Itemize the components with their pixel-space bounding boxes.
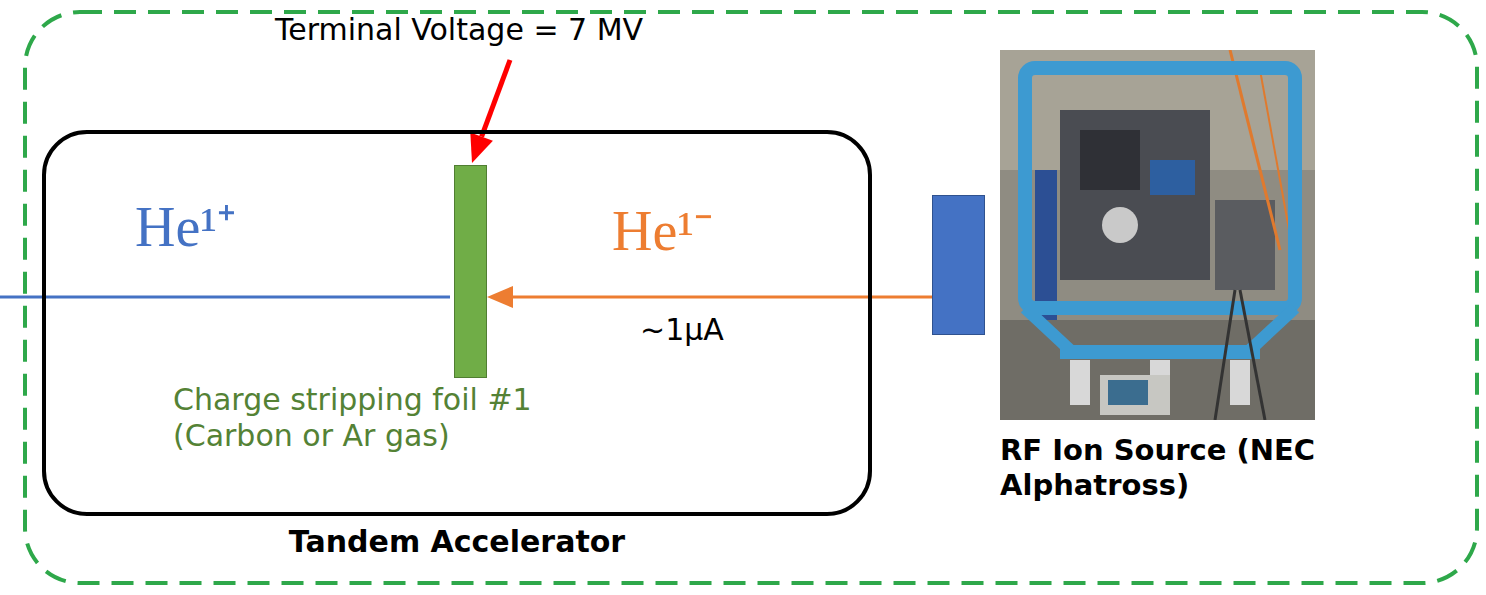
ion-source-photo [1000, 50, 1315, 420]
photo-detail [1102, 207, 1138, 243]
voltage-leader [482, 60, 510, 137]
foil-label: Charge stripping foil #1 (Carbon or Ar g… [173, 382, 603, 454]
ion-species-label: He¹⁻ [612, 190, 713, 266]
voltage-label: Terminal Voltage = 7 MV [275, 12, 643, 47]
photo-detail [1000, 50, 1315, 420]
ion-species-label: He¹⁺ [135, 186, 236, 262]
photo-detail [1100, 375, 1170, 415]
current-label: ~1μA [640, 312, 724, 347]
voltage-arrowhead [470, 133, 493, 163]
photo-detail [1250, 308, 1295, 350]
photo-detail [1035, 170, 1057, 320]
stripping-foil: Charge stripping foil #1 (Carbon or Ar g… [454, 165, 487, 378]
photo-detail [1025, 68, 1295, 308]
source-label: RF Ion Source (NEC Alphatross) [1000, 433, 1350, 503]
photo-detail [1060, 110, 1210, 280]
photo-detail [1060, 345, 1260, 359]
photo-detail [1215, 200, 1275, 290]
photo-detail [1080, 130, 1140, 190]
arrowhead [487, 286, 513, 308]
accelerator-title: Tandem Accelerator [46, 524, 868, 559]
photo-detail [1150, 160, 1195, 195]
photo-detail [1240, 290, 1265, 420]
photo-detail [1108, 380, 1148, 405]
photo-detail [1215, 290, 1235, 420]
accelerator-box: Tandem AcceleratorCharge stripping foil … [42, 130, 872, 516]
output-beam [0, 296, 450, 299]
photo-detail [1230, 50, 1280, 250]
photo-detail [1070, 360, 1090, 405]
ion-source: RF Ion Source (NEC Alphatross) [932, 45, 1352, 520]
source-block [932, 195, 985, 335]
photo-detail [1230, 360, 1250, 405]
photo-detail [1025, 308, 1070, 350]
